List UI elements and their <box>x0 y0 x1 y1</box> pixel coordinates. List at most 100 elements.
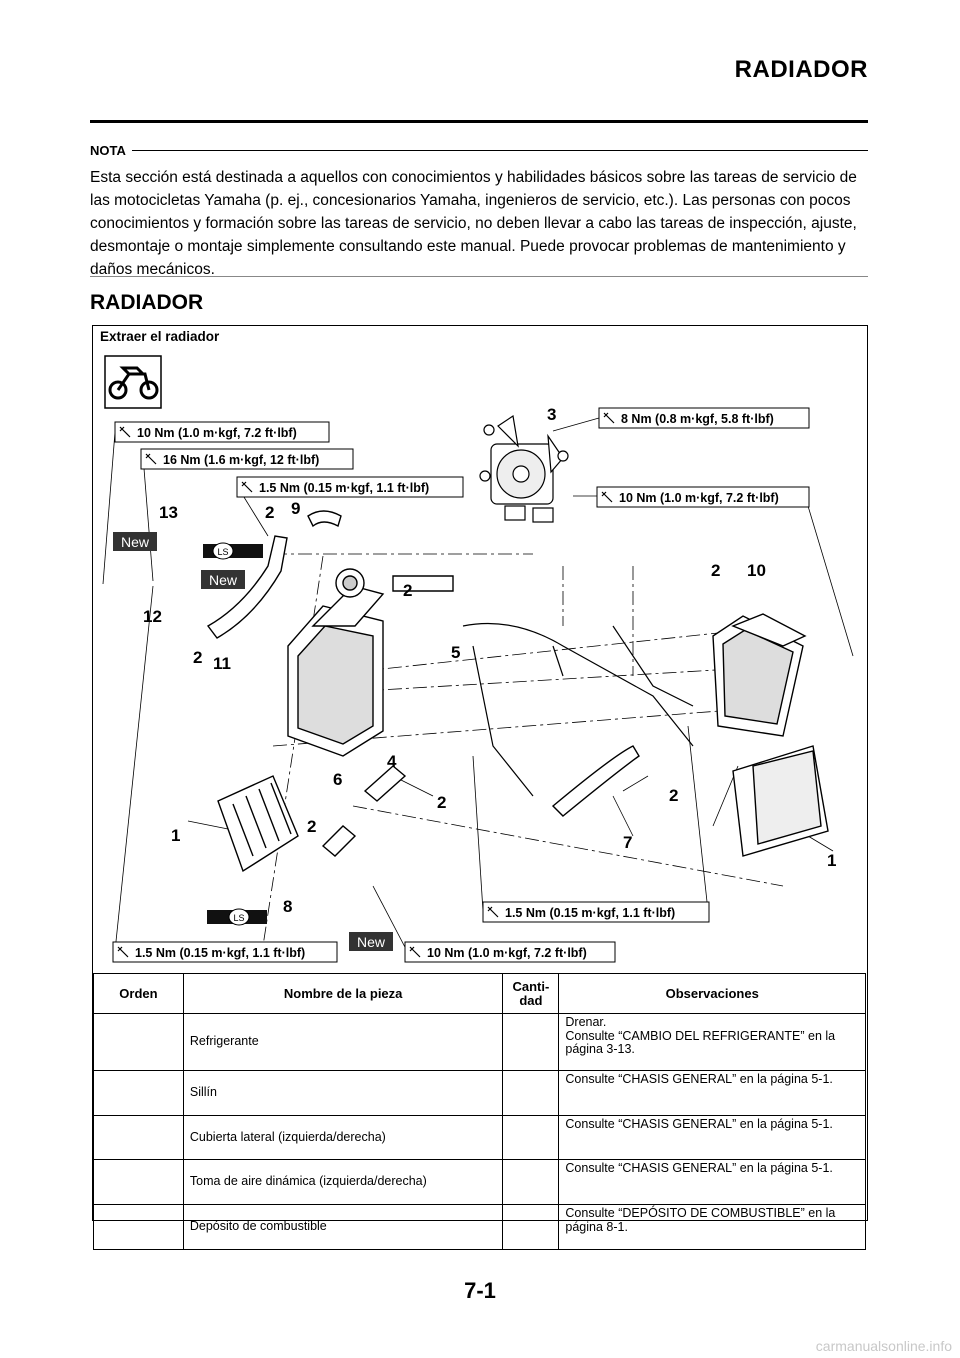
diagram-caption: Extraer el radiador <box>100 329 220 344</box>
callout-12: 12 <box>143 607 162 626</box>
table-row: Sillín Consulte “CHASIS GENERAL” en la p… <box>93 1070 866 1116</box>
new-badge-3: New <box>349 932 393 951</box>
cell-quantity <box>502 1115 560 1160</box>
svg-text:1.5 Nm (0.15 m·kgf, 1.1 ft·lbf: 1.5 Nm (0.15 m·kgf, 1.1 ft·lbf) <box>259 481 429 495</box>
callout-10: 10 <box>747 561 766 580</box>
torque-label-5: 10 Nm (1.0 m·kgf, 7.2 ft·lbf) <box>596 486 810 508</box>
cell-observations: Consulte “DEPÓSITO DE COMBUSTIBLE” en la… <box>558 1204 866 1250</box>
svg-text:10 Nm (1.0 m·kgf, 7.2 ft·lbf): 10 Nm (1.0 m·kgf, 7.2 ft·lbf) <box>427 946 587 960</box>
callout-2-d: 2 <box>193 648 202 667</box>
callout-4: 4 <box>387 752 397 771</box>
note-text: Esta sección está destinada a aquellos c… <box>90 169 857 278</box>
callout-2-c: 2 <box>711 561 720 580</box>
motorcycle-icon <box>104 355 162 409</box>
svg-text:1.5 Nm (0.15 m·kgf, 1.1 ft·lbf: 1.5 Nm (0.15 m·kgf, 1.1 ft·lbf) <box>505 906 675 920</box>
callout-7: 7 <box>623 833 632 852</box>
callout-2-g: 2 <box>307 817 316 836</box>
cell-part-name: Refrigerante <box>182 1013 504 1071</box>
watermark[interactable]: carmanualsonline.info <box>815 1338 952 1354</box>
col-quantity: Canti- dad <box>502 973 560 1014</box>
right-radiator <box>712 613 807 737</box>
cell-observations: Consulte “CHASIS GENERAL” en la página 5… <box>558 1159 866 1205</box>
cell-part-name: Cubierta lateral (izquierda/derecha) <box>182 1115 504 1160</box>
cell-quantity <box>502 1070 560 1116</box>
cell-order <box>93 1159 184 1205</box>
page-title: RADIADOR <box>734 56 868 83</box>
callout-1-b: 1 <box>827 851 836 870</box>
torque-label-7: 1.5 Nm (0.15 m·kgf, 1.1 ft·lbf) <box>112 941 338 963</box>
table-header-row: Orden Nombre de la pieza Canti- dad Obse… <box>93 973 866 1014</box>
cell-observations: Consulte “CHASIS GENERAL” en la página 5… <box>558 1115 866 1160</box>
callout-5: 5 <box>451 643 460 662</box>
page-number: 7-1 <box>464 1278 496 1303</box>
cell-observations: Drenar. Consulte “CAMBIO DEL REFRIGERANT… <box>558 1013 866 1071</box>
table-row: Refrigerante Drenar. Consulte “CAMBIO DE… <box>93 1013 866 1071</box>
section-title: RADIADOR <box>90 291 204 314</box>
note-block: NOTA Esta sección está destinada a aquel… <box>90 143 868 281</box>
svg-text:LS: LS <box>233 913 244 923</box>
frame-sketch <box>462 622 694 797</box>
cell-part-name: Depósito de combustible <box>182 1204 504 1250</box>
svg-text:10 Nm (1.0 m·kgf, 7.2 ft·lbf): 10 Nm (1.0 m·kgf, 7.2 ft·lbf) <box>619 491 779 505</box>
new-badge-1: New <box>113 532 157 551</box>
svg-text:LS: LS <box>217 547 228 557</box>
torque-label-4: 8 Nm (0.8 m·kgf, 5.8 ft·lbf) <box>598 407 810 429</box>
col-observations: Observaciones <box>558 973 866 1014</box>
fan-assembly <box>479 414 569 523</box>
svg-text:New: New <box>357 934 386 950</box>
svg-text:10 Nm (1.0 m·kgf, 7.2 ft·lbf): 10 Nm (1.0 m·kgf, 7.2 ft·lbf) <box>137 426 297 440</box>
note-bottom-rule <box>90 276 868 277</box>
note-label: NOTA <box>90 143 126 158</box>
svg-text:8 Nm (0.8 m·kgf, 5.8 ft·lbf): 8 Nm (0.8 m·kgf, 5.8 ft·lbf) <box>621 412 774 426</box>
table-row: Toma de aire dinámica (izquierda/derecha… <box>93 1159 866 1205</box>
hoses <box>206 510 640 857</box>
cell-part-name: Sillín <box>182 1070 504 1116</box>
cell-order <box>93 1204 184 1250</box>
callout-13: 13 <box>159 503 178 522</box>
torque-label-1: 10 Nm (1.0 m·kgf, 7.2 ft·lbf) <box>114 421 330 443</box>
note-label-row: NOTA <box>90 143 868 158</box>
callout-2-b: 2 <box>403 581 412 600</box>
callout-9: 9 <box>291 499 300 518</box>
torque-label-6: 1.5 Nm (0.15 m·kgf, 1.1 ft·lbf) <box>482 901 710 923</box>
cell-quantity <box>502 1159 560 1205</box>
table-row: Cubierta lateral (izquierda/derecha) Con… <box>93 1115 866 1160</box>
cell-part-name: Toma de aire dinámica (izquierda/derecha… <box>182 1159 504 1205</box>
header-rule <box>90 120 868 123</box>
new-badge-2: New <box>201 570 245 589</box>
alignment-lines <box>262 553 784 947</box>
cell-order <box>93 1070 184 1116</box>
radiator-exploded-diagram: New New New LS LS 10 Nm (1.0 m·kgf, 7.2 … <box>102 355 854 963</box>
callout-1-a: 1 <box>171 826 180 845</box>
right-radiator-guard <box>732 745 829 857</box>
col-part-name: Nombre de la pieza <box>182 973 504 1014</box>
callout-2-f: 2 <box>669 786 678 805</box>
svg-text:1.5 Nm (0.15 m·kgf, 1.1 ft·lbf: 1.5 Nm (0.15 m·kgf, 1.1 ft·lbf) <box>135 946 305 960</box>
ls-grease-icon-2: LS <box>207 908 267 926</box>
svg-text:New: New <box>209 572 238 588</box>
cell-quantity <box>502 1204 560 1250</box>
procedure-box: Extraer el radiador <box>92 325 868 1250</box>
cell-order <box>93 1115 184 1160</box>
left-radiator <box>287 568 385 757</box>
torque-label-3: 1.5 Nm (0.15 m·kgf, 1.1 ft·lbf) <box>236 476 464 498</box>
parts-table: Orden Nombre de la pieza Canti- dad Obse… <box>93 973 866 1250</box>
table-row: Depósito de combustible Consulte “DEPÓSI… <box>93 1204 866 1250</box>
col-order: Orden <box>93 973 184 1014</box>
svg-text:New: New <box>121 534 150 550</box>
callout-2-a: 2 <box>265 503 274 522</box>
cell-quantity <box>502 1013 560 1071</box>
torque-label-8: 10 Nm (1.0 m·kgf, 7.2 ft·lbf) <box>404 941 616 963</box>
callout-11: 11 <box>213 654 231 673</box>
callout-2-e: 2 <box>437 793 446 812</box>
svg-text:16 Nm (1.6 m·kgf, 12 ft·lbf): 16 Nm (1.6 m·kgf, 12 ft·lbf) <box>163 453 319 467</box>
note-rule <box>131 150 868 151</box>
callout-3: 3 <box>547 405 556 424</box>
ls-grease-icon-1: LS <box>203 542 263 560</box>
left-radiator-guard <box>217 775 299 873</box>
callout-8: 8 <box>283 897 292 916</box>
torque-label-2: 16 Nm (1.6 m·kgf, 12 ft·lbf) <box>140 448 354 470</box>
cell-order <box>93 1013 184 1071</box>
callout-6: 6 <box>333 770 342 789</box>
cell-observations: Consulte “CHASIS GENERAL” en la página 5… <box>558 1070 866 1116</box>
